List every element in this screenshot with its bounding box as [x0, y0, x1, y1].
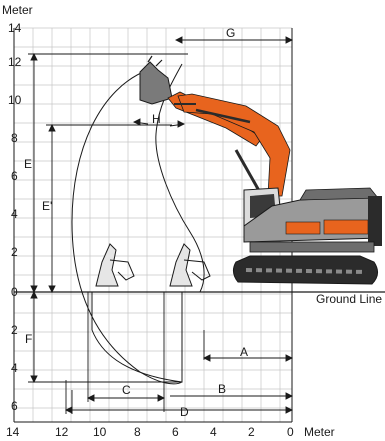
y-tick-label: 12	[8, 55, 22, 69]
bucket-linkage	[109, 259, 135, 281]
engine-housing-top	[299, 187, 379, 201]
excavator-boom	[177, 93, 291, 197]
bucket-icon	[169, 243, 193, 287]
boom-cylinder	[234, 149, 264, 197]
bucket-raised	[139, 55, 173, 105]
dim-label-g: G	[226, 26, 235, 40]
bucket-ground-right	[169, 243, 211, 287]
y-tick-label: 6	[11, 399, 18, 413]
x-tick-labels: 14 12 10 8 6 4 2 0	[6, 425, 294, 439]
dim-a-arrow	[202, 354, 294, 362]
dim-label-b: B	[218, 382, 226, 396]
y-tick-label: 0	[11, 285, 18, 299]
y-unit-label: Meter	[2, 3, 33, 17]
x-unit-label: Meter	[304, 425, 335, 439]
orange-panel-right	[323, 219, 369, 235]
dim-h-arrow	[132, 118, 186, 128]
dim-label-c: C	[122, 383, 131, 397]
bucket-linkage	[183, 259, 211, 281]
y-tick-label: 2	[11, 323, 18, 337]
x-tick-label: 12	[55, 425, 69, 439]
dim-label-e-prime: E'	[42, 199, 52, 213]
dim-label-h: H	[152, 112, 161, 126]
x-tick-label: 10	[93, 425, 107, 439]
bucket-icon	[95, 243, 119, 287]
bucket-icon	[139, 61, 173, 105]
dim-d-arrow	[64, 406, 294, 414]
y-tick-labels: 14 12 10 8 6 4 2 0 2 4 6	[8, 21, 22, 413]
crawler-track	[232, 255, 378, 285]
bucket-teeth	[147, 55, 163, 67]
dim-label-a: A	[240, 345, 248, 359]
x-tick-label: 6	[172, 425, 179, 439]
arm-cylinder	[195, 108, 251, 124]
x-tick-label: 4	[210, 425, 217, 439]
counterweight	[368, 196, 382, 246]
bucket-ground-left	[95, 243, 135, 287]
dim-c-arrow	[86, 394, 166, 402]
y-tick-label: 14	[8, 21, 22, 35]
y-tick-label: 8	[11, 131, 18, 145]
x-tick-label: 14	[6, 425, 20, 439]
y-tick-label: 2	[11, 245, 18, 259]
slewing-ring	[249, 241, 375, 253]
orange-panel-left	[285, 221, 321, 235]
x-tick-label: 2	[248, 425, 255, 439]
dim-label-e: E	[24, 157, 32, 171]
y-tick-label: 4	[11, 361, 18, 375]
dig-depth-curve	[91, 292, 183, 383]
y-tick-label: 10	[8, 93, 22, 107]
y-tick-label: 4	[11, 207, 18, 221]
dim-e-prime-arrow	[48, 123, 56, 294]
dim-g-arrow	[174, 36, 294, 44]
x-tick-label: 8	[134, 425, 141, 439]
outer-reach-curve	[71, 69, 183, 385]
dimension-labels: A B C D E E' F G H	[24, 26, 248, 419]
dim-f-arrow	[30, 290, 38, 384]
dim-label-d: D	[180, 405, 189, 419]
ground-line-label: Ground Line	[316, 292, 382, 306]
dim-b-arrow	[285, 392, 294, 400]
y-tick-label: 6	[11, 169, 18, 183]
excavator	[167, 91, 382, 285]
track-rollers	[245, 268, 367, 274]
dim-e-arrow	[30, 52, 38, 294]
dim-label-f: F	[25, 332, 32, 346]
dimension-lines	[28, 36, 294, 414]
x-tick-label: 0	[287, 425, 294, 439]
